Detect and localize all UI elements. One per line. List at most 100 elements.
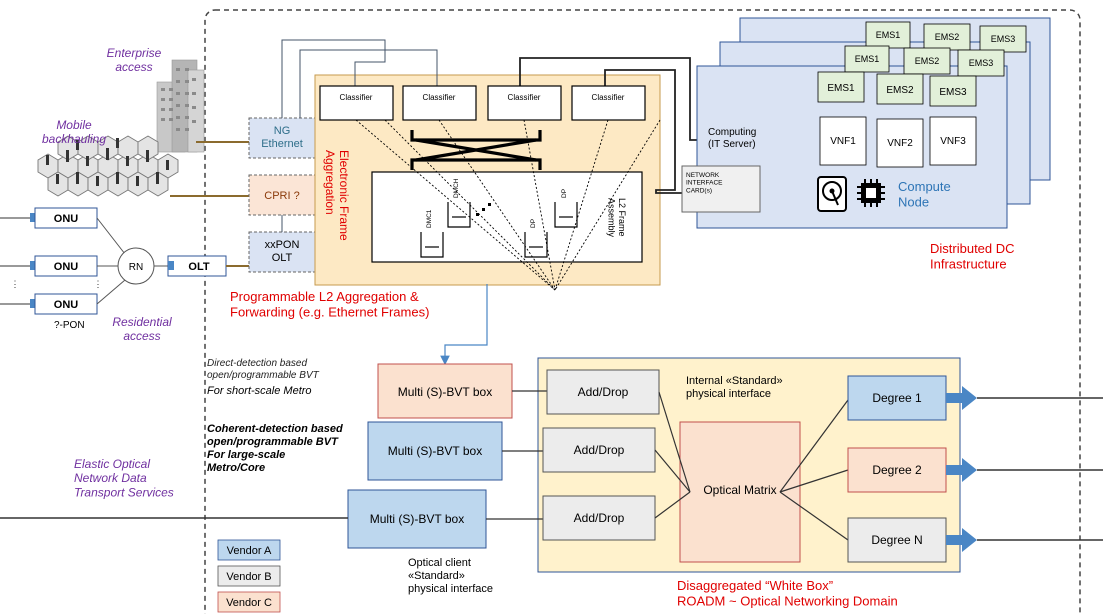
classifier-box: Classifier (402, 85, 477, 121)
rn-links (96, 217, 168, 305)
building-icon (156, 59, 205, 153)
add-drop-box: Add/Drop (542, 495, 656, 541)
svg-text:EMS1: EMS1 (827, 83, 855, 94)
svg-text:Degree 2: Degree 2 (872, 463, 922, 477)
svg-text:VNF2: VNF2 (887, 138, 913, 149)
degree-box: Degree N (847, 517, 947, 563)
degree-box: Degree 1 (847, 375, 947, 421)
svg-text:EMS3: EMS3 (939, 87, 967, 98)
onu-box: ONU (0, 207, 98, 229)
svg-text:Degree N: Degree N (871, 533, 922, 547)
cpri-box: CPRI ? (248, 174, 316, 216)
bvt-add-drop-links (486, 390, 547, 520)
optical-matrix-box: Optical Matrix (679, 421, 801, 563)
legend-item-vendor-b: Vendor B (217, 565, 281, 587)
ems-box: EMS3 (929, 75, 977, 107)
degree-output-arrow (946, 386, 1103, 410)
programmable-l2-caption: Programmable L2 Aggregation &Forwarding … (230, 289, 429, 319)
control-lines (281, 39, 438, 232)
svg-text:Classifier: Classifier (423, 93, 456, 102)
classifier-box: Classifier (571, 85, 646, 121)
svg-text:RN: RN (129, 262, 143, 273)
svg-text:ONU: ONU (54, 299, 79, 311)
svg-text:EMS2: EMS2 (935, 32, 960, 42)
rn-node: RN (117, 247, 155, 285)
degree-box: Degree 2 (847, 447, 947, 493)
svg-text:EMS1: EMS1 (855, 54, 880, 64)
svg-text:ONU: ONU (54, 261, 79, 273)
hard-drive-icon (817, 176, 847, 212)
svg-text:ONU: ONU (54, 213, 79, 225)
optical-client-interface-label: Optical client«Standard»physical interfa… (408, 557, 493, 595)
svg-text:VNF3: VNF3 (940, 136, 966, 147)
crossbar-switch (410, 130, 542, 170)
degree-output-arrow (946, 528, 1103, 552)
roadm-caption: Disaggregated “White Box”ROADM ~ Optical… (677, 578, 898, 608)
ems-back-row: EMS1 EMS2 EMS3 EMS1 EMS2 EMS3 (844, 21, 1027, 77)
svg-text:Multi (S)-BVT box: Multi (S)-BVT box (398, 385, 492, 399)
bvt-box: Multi (S)-BVT box (377, 363, 513, 419)
l2-frame-assembly-box (371, 171, 643, 263)
bvt-box: Multi (S)-BVT box (347, 489, 487, 549)
onu-ellipsis: ⋮ (94, 279, 103, 289)
svg-text:Optical Matrix: Optical Matrix (703, 483, 776, 497)
queue-label: DMC1 (426, 209, 433, 228)
svg-text:EMS3: EMS3 (969, 58, 994, 68)
svg-text:Add/Drop: Add/Drop (574, 511, 625, 525)
svg-text:Multi (S)-BVT box: Multi (S)-BVT box (388, 444, 482, 458)
svg-text:Classifier: Classifier (340, 93, 373, 102)
queue-label: DMCH (453, 178, 460, 198)
svg-text:OLT: OLT (188, 261, 209, 273)
queue-ellipsis-dots (476, 203, 491, 216)
vendor-legend: Vendor A Vendor B Vendor C (217, 539, 281, 613)
internal-interface-label: Internal «Standard»physical interface (686, 375, 783, 400)
add-drop-box: Add/Drop (546, 369, 660, 415)
classifier-box: Classifier (319, 85, 394, 121)
queue-label: DP (530, 219, 537, 228)
svg-text:EMS2: EMS2 (915, 56, 940, 66)
svg-text:Classifier: Classifier (508, 93, 541, 102)
svg-text:Add/Drop: Add/Drop (574, 443, 625, 457)
bvt-short-scale-label: For short-scale Metro (207, 385, 312, 397)
svg-text:EMS1: EMS1 (876, 30, 901, 40)
aggregation-to-bvt-arrow (440, 284, 488, 366)
onu-box: ONU (0, 293, 98, 315)
pon-label: ?-PON (54, 320, 85, 331)
access-links (170, 141, 249, 267)
svg-text:Vendor C: Vendor C (226, 597, 272, 609)
onu-box: ONU (0, 255, 98, 277)
bvt-box: Multi (S)-BVT box (367, 421, 503, 481)
add-drop-box: Add/Drop (542, 427, 656, 473)
legend-item-vendor-c: Vendor C (217, 591, 281, 613)
vnf-box: VNF3 (929, 116, 977, 166)
electronic-frame-aggregation-label: Electronic FrameAggregation (323, 150, 351, 241)
svg-text:Vendor B: Vendor B (226, 571, 271, 583)
svg-text:CPRI ?: CPRI ? (264, 190, 299, 202)
svg-text:EMS2: EMS2 (886, 85, 914, 96)
classifier-box: Classifier (487, 85, 562, 121)
svg-text:EMS3: EMS3 (991, 34, 1016, 44)
svg-text:Vendor A: Vendor A (227, 545, 272, 557)
vnf-box: VNF2 (876, 118, 924, 168)
computing-label: Computing(IT Server) (708, 127, 756, 150)
onu-ellipsis: ⋮ (11, 279, 20, 289)
ems-box: EMS1 (817, 71, 865, 103)
cpu-chip-icon (857, 179, 885, 207)
svg-text:Multi (S)-BVT box: Multi (S)-BVT box (370, 512, 464, 526)
queue-icon (420, 202, 578, 258)
